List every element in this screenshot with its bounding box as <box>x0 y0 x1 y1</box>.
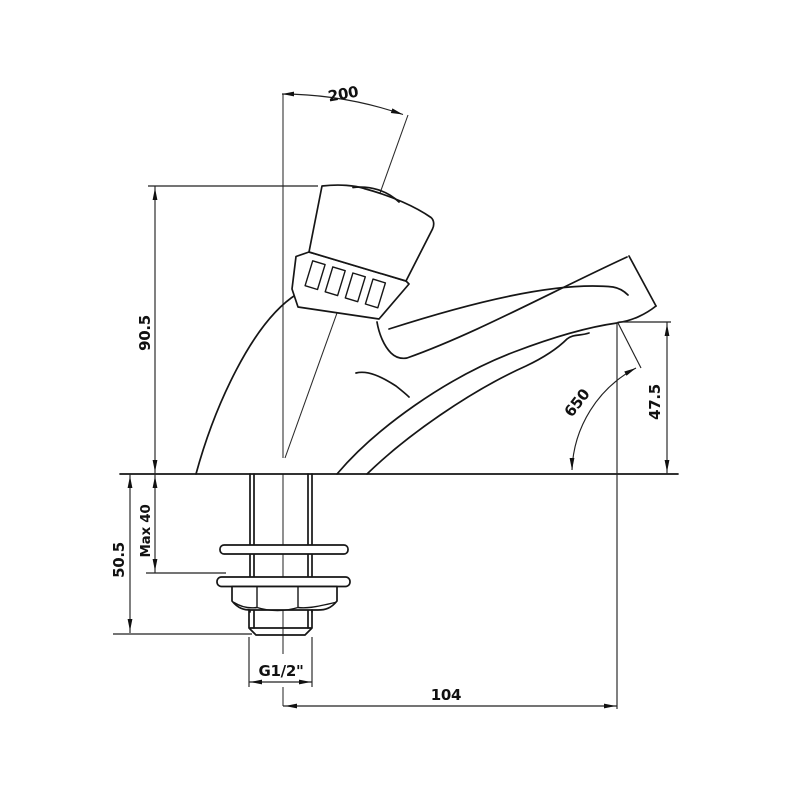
cap-dome-line <box>352 186 400 203</box>
spout-top-edge <box>376 256 628 360</box>
push-button-cap <box>308 184 435 282</box>
dimension-label-50-5: 50.5 <box>110 542 128 578</box>
dimension-label-104: 104 <box>431 686 461 704</box>
shank-assembly <box>216 473 351 636</box>
dimension-label-47-5: 47.5 <box>646 384 664 420</box>
angle-leg-650 <box>617 322 642 369</box>
dim-arc-650 <box>571 367 637 471</box>
faucet-head <box>291 184 435 320</box>
dimension-label-200: 200 <box>327 83 360 106</box>
label-mask <box>259 662 303 679</box>
dim-line-max-40 <box>146 474 226 574</box>
hex-nut-facets <box>233 586 336 612</box>
thread-end <box>248 609 313 636</box>
hex-nut <box>231 585 338 611</box>
threaded-shank <box>249 473 313 629</box>
flange-washer <box>216 576 351 588</box>
dimension-label-max-40: Max 40 <box>138 505 154 558</box>
dimension-label-650: 650 <box>561 385 594 420</box>
dim-line-50-5 <box>113 474 252 635</box>
spout-end-face <box>628 255 657 307</box>
dimension-lines <box>113 93 671 709</box>
faucet-body <box>119 255 679 475</box>
dimension-label-90-5: 90.5 <box>136 315 154 351</box>
washer <box>219 544 349 555</box>
dim-line-47-5 <box>619 321 671 474</box>
grip-slots <box>304 260 387 309</box>
dimension-labels: 200 90.5 650 47.5 Max 40 50.5 G1/2" 104 <box>110 83 664 704</box>
dimension-label-thread: G1/2" <box>259 662 304 680</box>
dimension-arrows <box>127 91 670 709</box>
